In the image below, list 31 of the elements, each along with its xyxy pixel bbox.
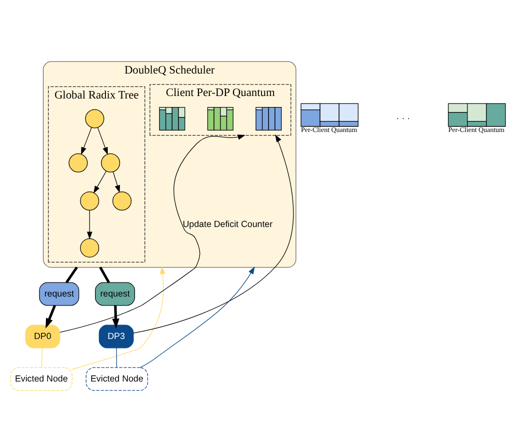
node-circle [80, 190, 100, 210]
arrow [133, 134, 294, 333]
edge-label: Update Deficit Counter [182, 218, 273, 228]
cluster: Client Per-DP Quantum [150, 84, 292, 136]
connector [116, 347, 118, 368]
node-circle [101, 152, 120, 172]
node-box: Evicted Node [86, 366, 148, 390]
cluster: Global Radix Tree [48, 86, 146, 262]
arrow [60, 134, 246, 332]
arrow [112, 171, 120, 192]
arrow [112, 304, 120, 328]
label: · · · [396, 112, 410, 123]
connector [99, 266, 110, 283]
arrow [81, 126, 92, 154]
node-box: DP0 [25, 324, 60, 348]
connector [65, 266, 78, 283]
arrow [140, 266, 255, 368]
connector [41, 347, 43, 368]
node-box: request [39, 282, 80, 306]
node-box: request [95, 282, 135, 306]
arrow [97, 126, 108, 154]
node-circle [68, 152, 88, 172]
node-circle [80, 238, 100, 257]
node-box: DP3 [98, 324, 134, 348]
arrow [93, 170, 107, 194]
node-box: Evicted Node [10, 366, 72, 390]
node-circle [112, 190, 132, 210]
arrow [72, 266, 166, 370]
arrow [46, 304, 56, 328]
arrow [86, 209, 92, 239]
node-circle [85, 108, 104, 128]
